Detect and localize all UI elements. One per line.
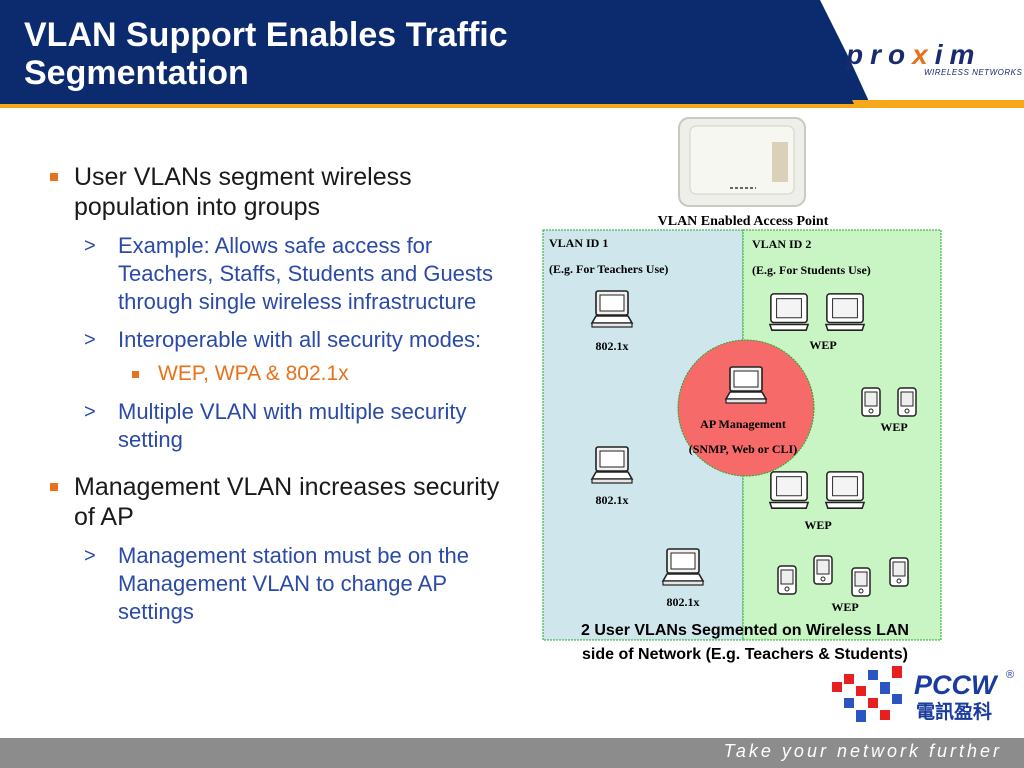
pccw-logo-text: PCCW (914, 670, 999, 700)
bullet-list: User VLANs segment wireless population i… (46, 162, 516, 638)
vlan2-title: VLAN ID 2 (752, 237, 811, 251)
auth-8021x-label: 802.1x (596, 339, 629, 353)
pda-icon (813, 555, 833, 585)
square-bullet-icon (132, 371, 139, 378)
vlan1-title: VLAN ID 1 (549, 236, 608, 250)
chevron-bullet-icon: > (84, 401, 96, 423)
pda-icon (897, 387, 917, 417)
sub-bullet-2-1-text: Management station must be on the Manage… (118, 543, 469, 624)
sub-bullet-1-2-text: Interoperable with all security modes: (118, 327, 482, 352)
square-bullet-icon (50, 483, 58, 491)
chevron-bullet-icon: > (84, 545, 96, 567)
page-title: VLAN Support Enables Traffic Segmentatio… (24, 16, 724, 92)
management-label: AP Management (700, 417, 786, 431)
pccw-logo: PCCW ® 電訊盈科 (832, 666, 1014, 723)
registered-mark: ® (1006, 669, 1014, 681)
notebook-icon (825, 471, 865, 509)
footer-bar: Take your network further (0, 738, 1024, 768)
bullet-1-text: User VLANs segment wireless population i… (74, 163, 412, 221)
sub-bullet-1-3: > Multiple VLAN with multiple security s… (46, 398, 516, 454)
laptop-icon (591, 446, 633, 484)
laptop-icon (662, 548, 704, 586)
management-zone (677, 339, 815, 477)
proxim-logo-text-end: im (934, 39, 982, 70)
laptop-icon (591, 290, 633, 328)
pccw-chinese-name: 電訊盈科 (916, 700, 992, 723)
header-band: VLAN Support Enables Traffic Segmentatio… (0, 0, 1024, 108)
management-station-icon (725, 366, 767, 404)
auth-8021x-label: 802.1x (667, 595, 700, 609)
wep-label: WEP (880, 420, 907, 434)
square-bullet-icon (50, 173, 58, 181)
vlan2-subtitle: (E.g. For Students Use) (752, 263, 871, 277)
pda-icon (889, 557, 909, 587)
sub-bullet-1-1-text: Example: Allows safe access for Teachers… (118, 233, 494, 314)
title-line-1: VLAN Support Enables Traffic (24, 16, 508, 54)
proxim-logo-x: x (912, 39, 935, 70)
wep-label: WEP (804, 518, 831, 532)
bullet-1: User VLANs segment wireless population i… (46, 162, 516, 454)
proxim-logo: proxim WIRELESS NETWORKS (846, 39, 1022, 80)
diagram-caption-line-2: side of Network (E.g. Teachers & Student… (582, 646, 908, 663)
vlan1-subtitle: (E.g. For Teachers Use) (549, 262, 668, 276)
sub-sub-bullet-text: WEP, WPA & 802.1x (158, 362, 349, 385)
vlan-diagram: VLAN Enabled Access Point VLAN ID 1 (E.g… (542, 117, 942, 663)
wep-label: WEP (831, 600, 858, 614)
notebook-icon (769, 471, 809, 509)
auth-8021x-label: 802.1x (596, 493, 629, 507)
sub-bullet-1-2: > Interoperable with all security modes: (46, 326, 516, 354)
chevron-bullet-icon: > (84, 235, 96, 257)
title-line-2: Segmentation (24, 54, 249, 92)
sub-sub-bullet-1-2-1: WEP, WPA & 802.1x (46, 360, 516, 388)
diagram-caption-line-1: 2 User VLANs Segmented on Wireless LAN (581, 622, 909, 639)
management-sublabel: (SNMP, Web or CLI) (689, 442, 797, 456)
pda-icon (861, 387, 881, 417)
footer-tagline: Take your network further (723, 741, 1002, 761)
pda-icon (851, 567, 871, 597)
access-point-label: VLAN Enabled Access Point (658, 214, 829, 229)
notebook-icon (769, 293, 809, 331)
notebook-icon (825, 293, 865, 331)
sub-bullet-1-3-text: Multiple VLAN with multiple security set… (118, 399, 467, 452)
bullet-2: Management VLAN increases security of AP… (46, 472, 516, 626)
proxim-logo-text-start: pro (846, 39, 913, 70)
sub-bullet-2-1: > Management station must be on the Mana… (46, 542, 516, 626)
chevron-bullet-icon: > (84, 329, 96, 351)
sub-bullet-1-1: > Example: Allows safe access for Teache… (46, 232, 516, 316)
wep-label: WEP (809, 338, 836, 352)
bullet-2-text: Management VLAN increases security of AP (74, 473, 500, 531)
pda-icon (777, 565, 797, 595)
access-point-icon (678, 117, 806, 207)
header-background (0, 0, 1024, 108)
proxim-logo-subtitle: WIRELESS NETWORKS (924, 68, 1023, 77)
